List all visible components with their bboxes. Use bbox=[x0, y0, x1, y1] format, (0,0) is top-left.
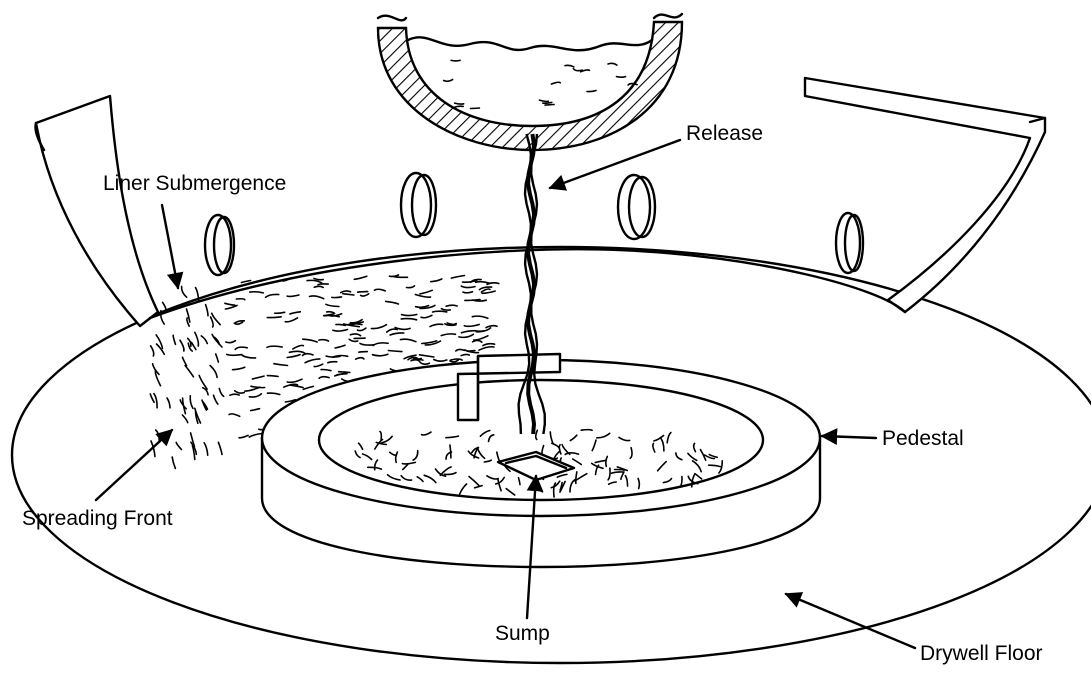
melt-stroke bbox=[163, 302, 166, 310]
melt-stroke bbox=[565, 65, 574, 67]
melt-stroke bbox=[318, 284, 328, 285]
left-liner-wall bbox=[35, 96, 158, 326]
melt-stroke bbox=[454, 106, 463, 107]
melt-stroke bbox=[242, 281, 251, 283]
melt-stroke bbox=[539, 100, 548, 101]
liner-submergence-arrow bbox=[162, 205, 178, 288]
melt-stroke bbox=[267, 317, 281, 318]
pedestal-label: Pedestal bbox=[882, 427, 964, 450]
melt-stroke bbox=[227, 355, 242, 356]
melt-stroke bbox=[339, 372, 350, 373]
melt-stroke bbox=[358, 292, 368, 293]
sump-label: Sump bbox=[495, 622, 550, 645]
drywell-floor-label: Drywell Floor bbox=[920, 642, 1043, 665]
melt-stroke bbox=[267, 376, 278, 377]
melt-stroke bbox=[545, 105, 554, 106]
reactor-vessel bbox=[378, 14, 682, 150]
liner-submergence-label: Liner Submergence bbox=[103, 172, 286, 195]
melt-stroke bbox=[433, 311, 447, 312]
melt-stroke bbox=[608, 63, 617, 65]
melt-stroke bbox=[455, 103, 464, 104]
melt-stroke bbox=[388, 351, 402, 352]
melt-stroke bbox=[581, 430, 592, 431]
melt-stroke bbox=[617, 77, 626, 78]
melt-stroke bbox=[543, 102, 552, 103]
melt-stroke bbox=[359, 352, 367, 353]
melt-stroke bbox=[471, 108, 480, 109]
spreading-front-label: Spreading Front bbox=[22, 507, 173, 530]
melt-stroke bbox=[182, 286, 187, 297]
release-label: Release bbox=[686, 122, 763, 145]
melt-stroke bbox=[444, 80, 453, 82]
melt-stroke bbox=[587, 91, 596, 92]
melt-stroke bbox=[573, 69, 582, 71]
melt-stroke bbox=[451, 60, 460, 61]
melt-stroke bbox=[551, 82, 560, 84]
melt-stroke bbox=[332, 297, 342, 298]
